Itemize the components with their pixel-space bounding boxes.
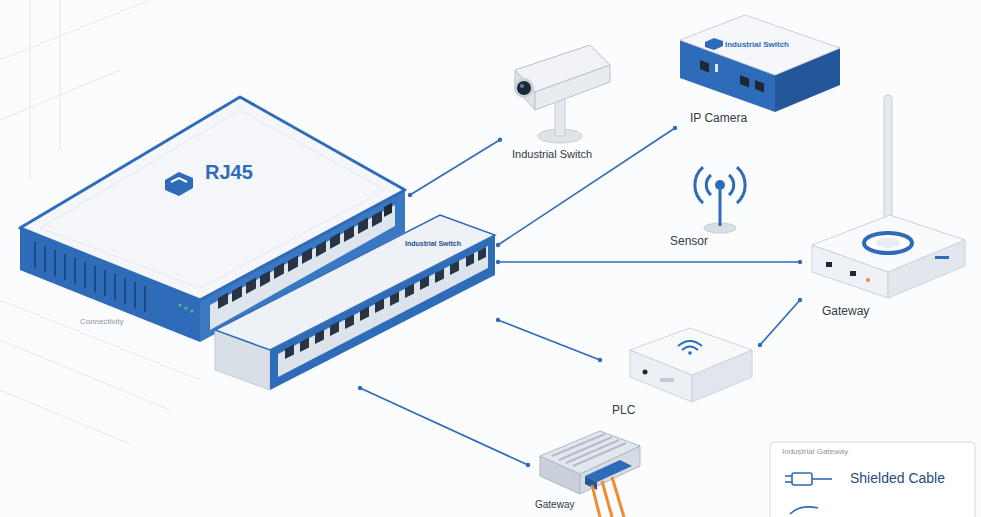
- legend-text: Shielded Cable: [850, 470, 945, 486]
- device-node: Industrial Switch: [500, 50, 630, 165]
- device-label: Industrial Switch: [725, 40, 789, 49]
- cable-end: [496, 318, 500, 322]
- network-cable: [498, 261, 800, 263]
- cable-end: [798, 298, 802, 302]
- device-node: Industrial Switch IP Camera: [675, 10, 845, 135]
- device-sublabel: IP Camera: [690, 112, 747, 126]
- din-gateway: [540, 431, 640, 494]
- top-switch-box: [680, 15, 840, 112]
- device-node: Gateway: [528, 432, 648, 517]
- orange-cables: [592, 477, 624, 517]
- cable-end: [798, 260, 802, 264]
- wireless-gateway: [812, 95, 965, 298]
- network-cable: [498, 320, 600, 360]
- cable-end: [496, 243, 500, 247]
- device-node: PLC: [600, 325, 760, 425]
- plc-unit: [630, 328, 752, 402]
- device-label: Industrial Switch: [405, 240, 461, 248]
- cable-end: [408, 193, 412, 197]
- device-node: Sensor: [665, 155, 750, 255]
- device-node: Industrial Switch: [213, 213, 498, 388]
- device-label: Gateway: [822, 305, 869, 319]
- device-label: Gateway: [535, 499, 574, 511]
- device-label: Industrial Switch: [512, 148, 592, 161]
- cable-end: [496, 260, 500, 264]
- annotation-label: Industrial Gateway: [782, 447, 848, 456]
- small-switch: [215, 215, 495, 390]
- device-label: RJ45: [205, 161, 253, 184]
- network-cable: [760, 300, 800, 345]
- cable-end: [598, 358, 602, 362]
- cable-end: [498, 138, 502, 142]
- network-cable: [498, 128, 675, 245]
- cable-end: [526, 463, 530, 467]
- network-cable: [360, 388, 528, 465]
- cable-end: [358, 386, 362, 390]
- ip-camera: [514, 45, 610, 143]
- device-sublabel: Connectivity: [80, 317, 124, 326]
- wireless-sensor: [695, 167, 745, 233]
- device-label: PLC: [612, 404, 635, 418]
- device-label: Sensor: [670, 235, 708, 249]
- legend-box: [770, 442, 975, 517]
- cable-end: [758, 343, 762, 347]
- device-node: Gateway: [800, 88, 970, 330]
- cable-end: [673, 126, 677, 130]
- network-cable: [410, 140, 500, 195]
- device-node: RJ45Connectivity: [18, 95, 410, 345]
